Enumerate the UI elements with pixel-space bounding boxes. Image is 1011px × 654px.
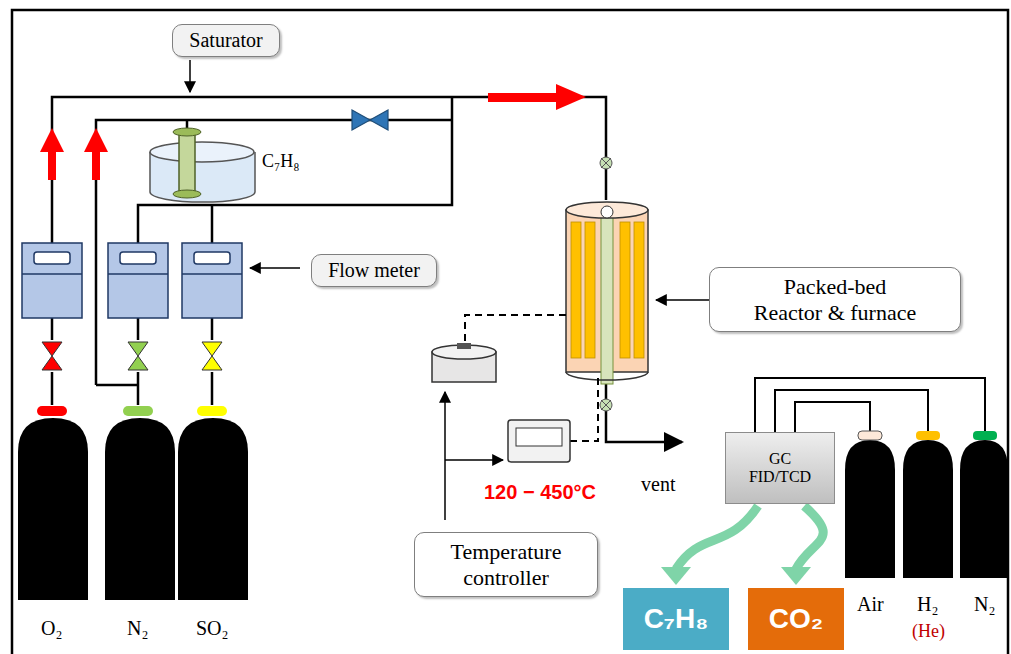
node-title: Saturator [189,29,262,52]
result-box: C₇H₈ [623,588,729,650]
gc-instrument: GCFID/TCD [725,432,835,504]
flow-arrow [661,506,758,585]
label-text: N₂ [127,617,148,639]
result-box: CO₂ [748,588,844,650]
callout-box: Temperature controller [414,532,598,597]
label-text: Air [857,593,884,615]
label-text: 120 − 450°C [484,481,596,503]
node-title: Flow meter [328,259,420,282]
node-text: FID/TCD [749,468,811,486]
callout-box: Saturator [172,24,280,57]
label-text: SO₂ [196,617,229,639]
label-text: C₇H₈ [262,152,300,172]
flow-arrow [781,506,823,585]
callout-box: Flow meter [311,254,437,287]
callout-box: Packed-bed Reactor & furnace [709,267,961,332]
node-title: C₇H₈ [644,603,709,635]
label-text: N₂ [974,593,995,615]
node-title: Temperature controller [431,539,581,590]
node-title: Packed-bed Reactor & furnace [750,274,920,325]
node-title: GC [769,450,791,468]
label-text: (He) [912,622,945,642]
label-text: H₂ [917,593,938,615]
node-title: CO₂ [769,603,823,635]
label-text: O₂ [41,617,62,639]
label-text: vent [641,473,675,495]
